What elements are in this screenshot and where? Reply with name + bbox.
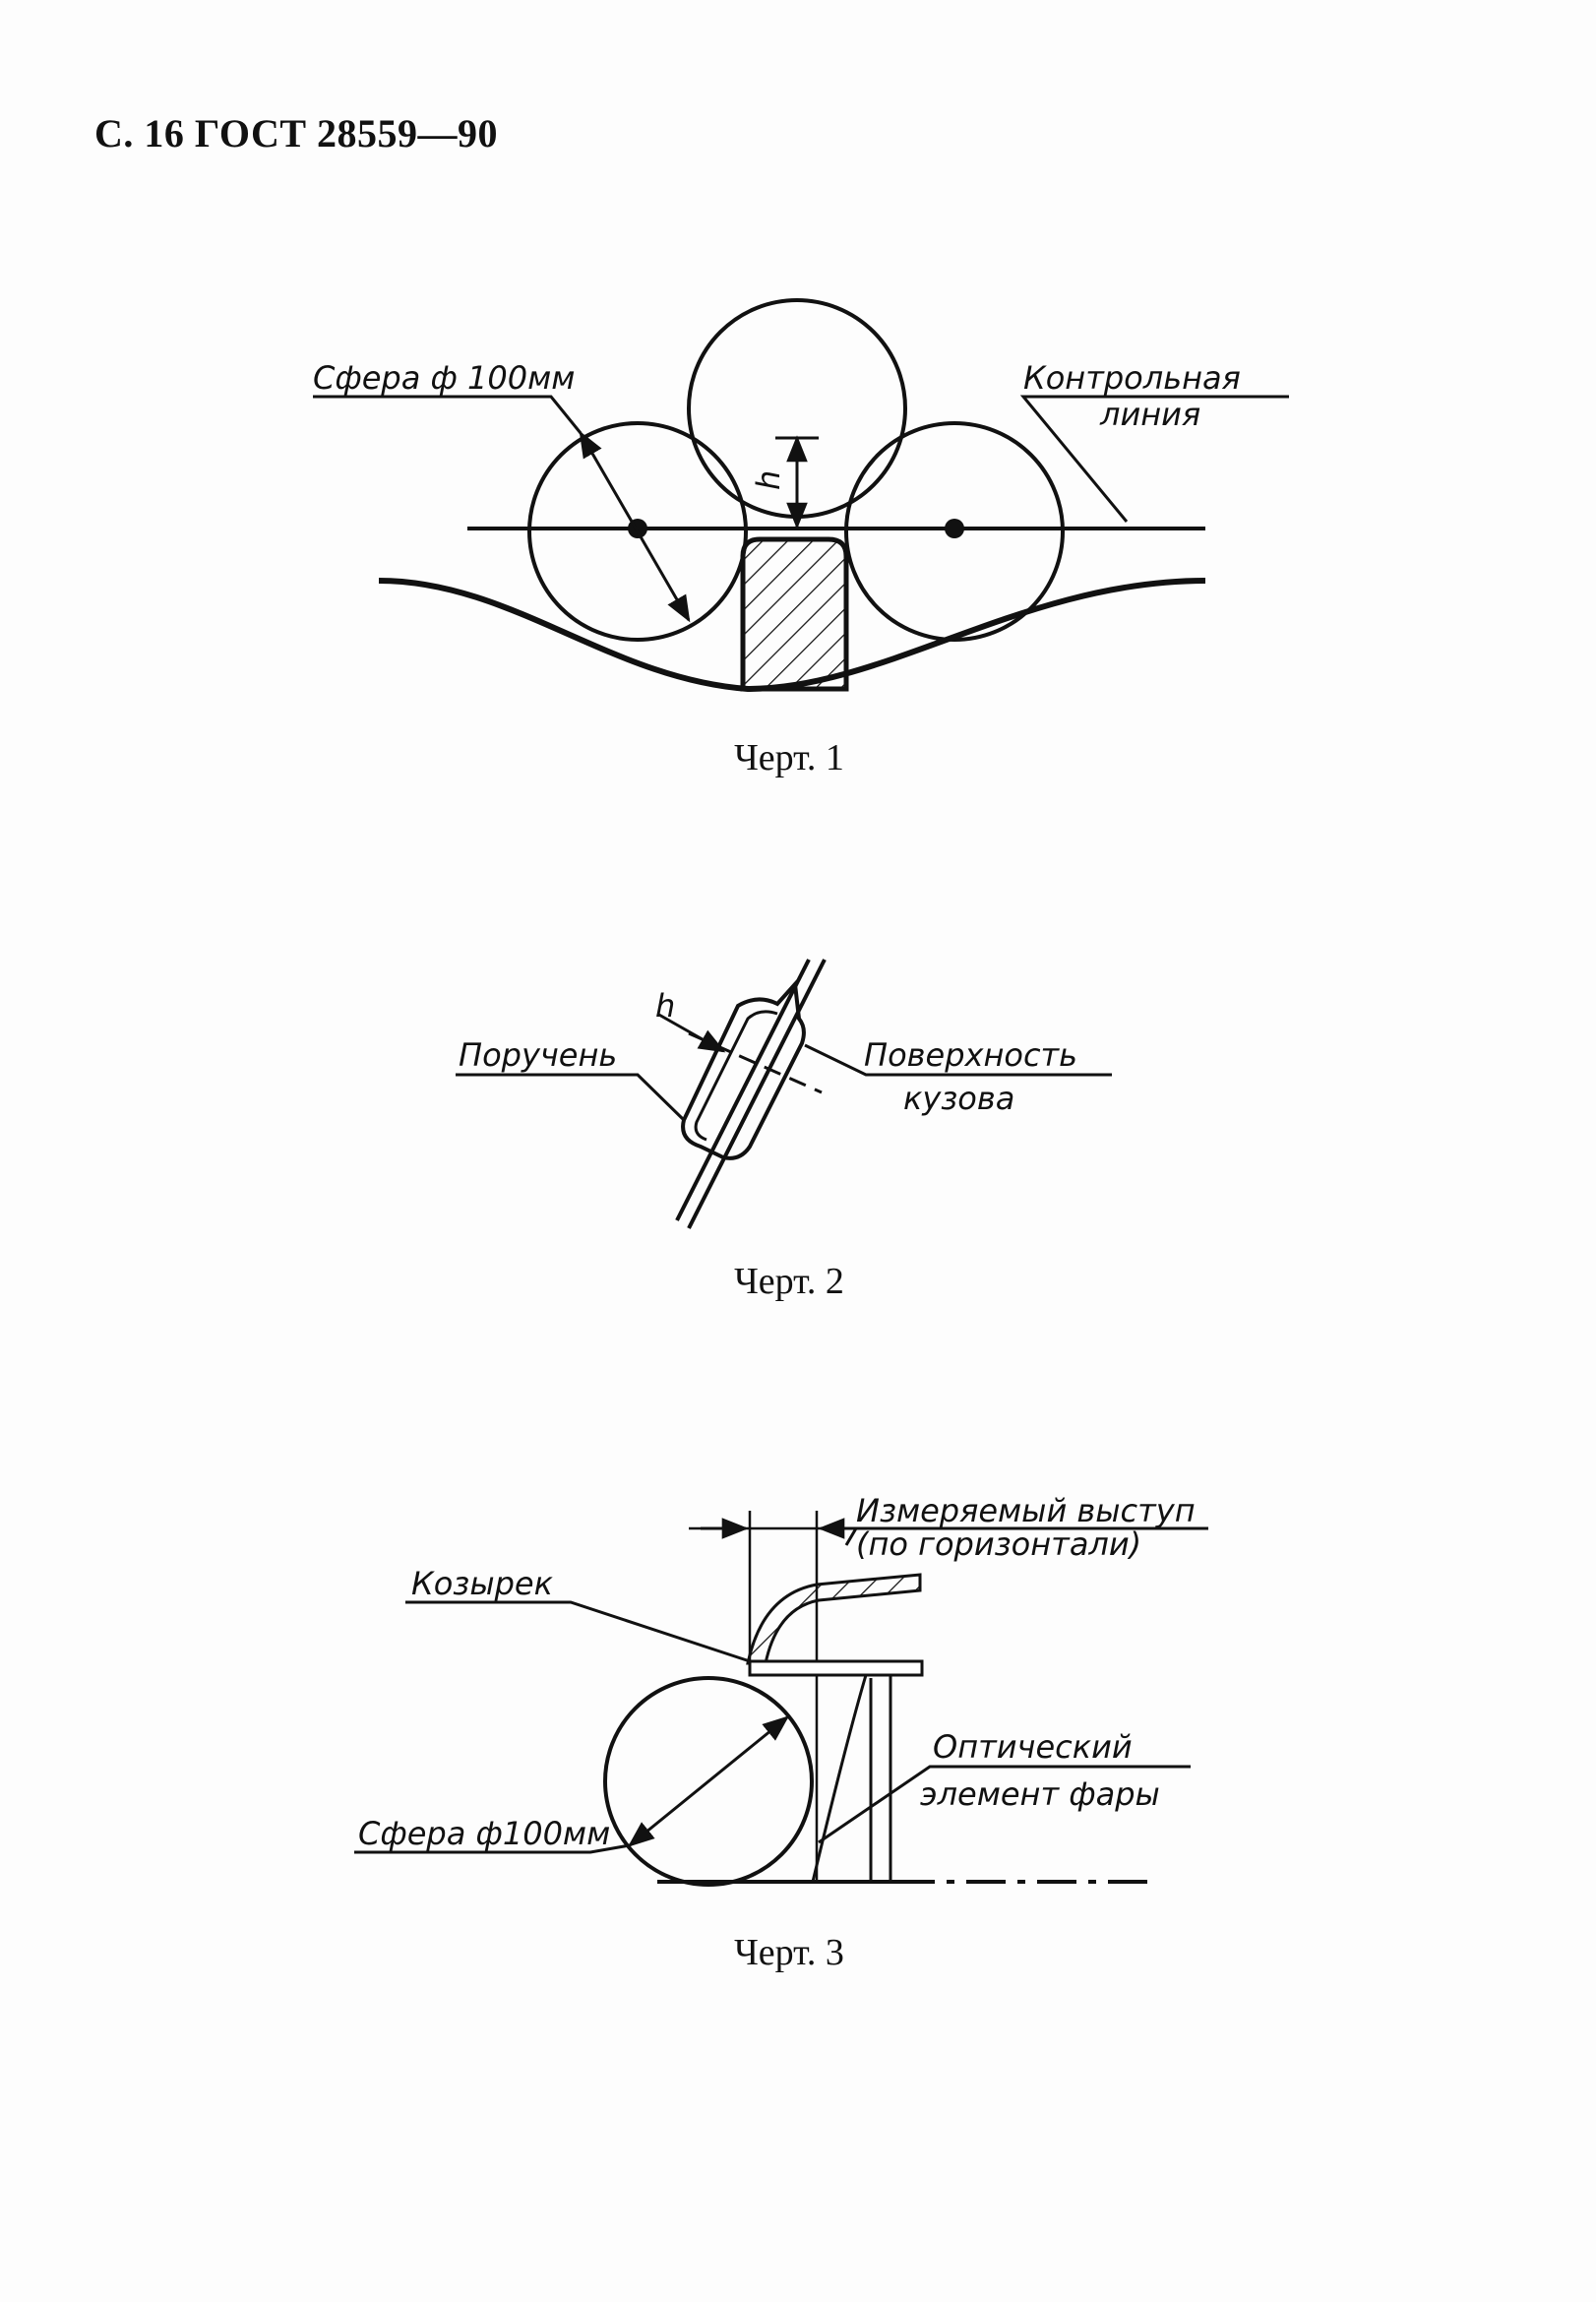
page-header: С. 16 ГОСТ 28559—90: [94, 111, 499, 156]
handrail-leader: [456, 1073, 686, 1122]
label-control-line-2: линия: [1099, 396, 1200, 433]
sphere-leader: [313, 395, 583, 434]
label-h-1: h: [750, 470, 787, 490]
visor-leader: [405, 1600, 751, 1663]
control-leader: [1019, 395, 1289, 523]
surface-leader: [804, 1043, 1112, 1077]
caption-figure-3: Черт. 3: [734, 1932, 844, 1973]
label-measured-2: (по горизонтали): [856, 1525, 1141, 1563]
label-optical-1: Оптический: [933, 1728, 1133, 1766]
body-surface-outer: [687, 959, 827, 1229]
diameter-arrow: [579, 430, 691, 623]
caption-figure-2: Черт. 2: [734, 1261, 844, 1302]
label-handrail: Поручень: [459, 1036, 617, 1074]
label-measured-1: Измеряемый выступ: [856, 1492, 1196, 1529]
center-dot-right: [945, 519, 964, 538]
label-optical-2: элемент фары: [920, 1775, 1160, 1813]
label-sphere-3: Сфера ф100мм: [358, 1815, 610, 1852]
optical-leader: [818, 1765, 1191, 1844]
label-body-surface-2: кузова: [903, 1080, 1014, 1117]
sphere-3: [603, 1676, 814, 1887]
label-h-2: h: [655, 987, 675, 1025]
sphere3-leader: [354, 1843, 631, 1854]
caption-figure-1: Черт. 1: [734, 737, 844, 778]
visor-plate: [748, 1659, 924, 1677]
sphere-right: [844, 421, 1065, 642]
label-sphere-1: Сфера ф 100мм: [313, 359, 575, 397]
measured-leader: [844, 1526, 1208, 1546]
h-arrow-2: [656, 1012, 726, 1053]
label-body-surface-1: Поверхность: [864, 1036, 1077, 1074]
sphere-left: [527, 421, 748, 642]
figure-1-drawing: Сфера ф 100мм h Контрольная линия: [313, 298, 1289, 693]
label-control-line-1: Контрольная: [1023, 359, 1241, 397]
figure-2-drawing: h Поручень Поверхность кузова: [456, 959, 1112, 1229]
body-surface-inner: [675, 959, 811, 1221]
label-visor: Козырек: [411, 1565, 554, 1602]
handrail-profile: [681, 979, 806, 1160]
optical-element: [811, 1673, 892, 1884]
center-dash: [688, 1031, 823, 1094]
protrusion-hatched: [740, 536, 849, 692]
figure-3-drawing: Измеряемый выступ (по горизонтали) Козыр…: [354, 1492, 1208, 1887]
visor: [746, 1573, 922, 1665]
